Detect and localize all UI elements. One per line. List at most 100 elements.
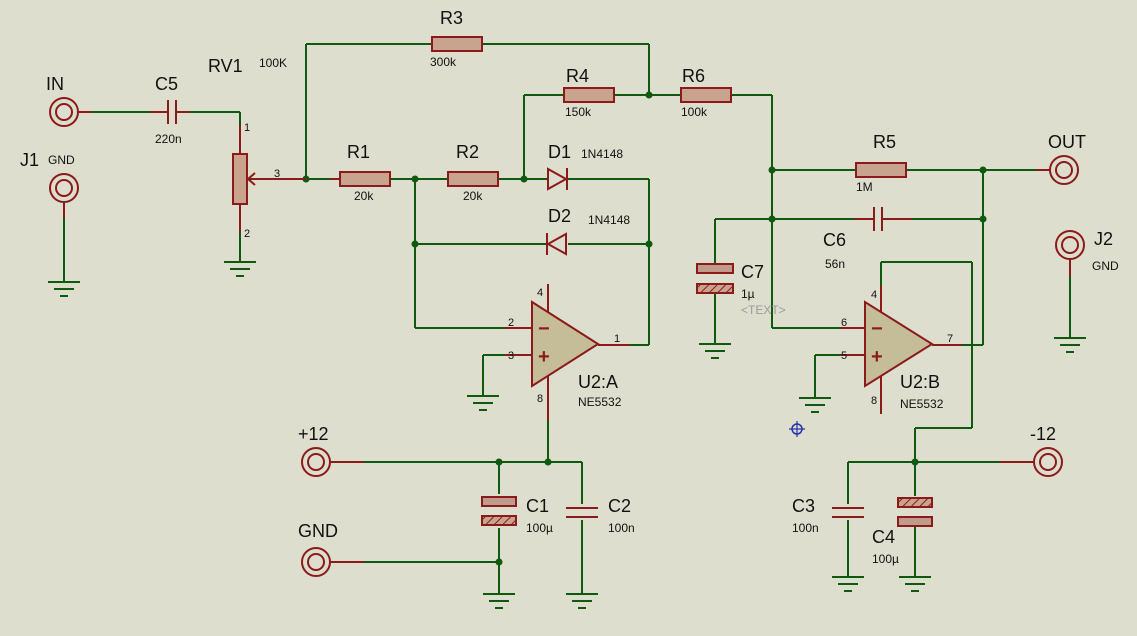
- terminal-out-label: OUT: [1048, 132, 1086, 152]
- resistor-r1[interactable]: R1 20k: [330, 142, 391, 203]
- opamp-u2a-pin-vplus: 4: [537, 287, 543, 299]
- ground-icon: [483, 593, 515, 609]
- diode-d1-value: 1N4148: [581, 147, 623, 161]
- ground-icon: [566, 593, 598, 609]
- diode-d1[interactable]: D1 1N4148: [547, 142, 623, 191]
- opamp-u2b-pin-vplus: 4: [871, 289, 877, 301]
- potentiometer-rv1-label: RV1: [208, 56, 243, 76]
- capacitor-c6[interactable]: C6 56n: [823, 207, 912, 271]
- capacitor-c3-value: 100n: [792, 521, 819, 535]
- terminal-pos12[interactable]: +12: [298, 424, 364, 477]
- capacitor-c5[interactable]: C5 220n: [150, 74, 190, 146]
- resistor-r6-value: 100k: [681, 105, 708, 119]
- capacitor-c5-value: 220n: [155, 132, 182, 146]
- terminal-j2-label: J2: [1094, 229, 1113, 249]
- terminal-j1-label: J1: [20, 150, 39, 170]
- terminal-in[interactable]: IN: [46, 74, 92, 127]
- resistor-r3[interactable]: R3 300k: [430, 8, 483, 69]
- capacitor-c1[interactable]: C1 100µ: [481, 496, 553, 535]
- svg-text:−: −: [871, 318, 883, 340]
- capacitor-c7-value: 1µ: [741, 287, 755, 301]
- opamp-u2a-pin-inv: 2: [508, 317, 514, 329]
- svg-text:−: −: [538, 318, 550, 340]
- ground-icon: [832, 576, 864, 592]
- capacitor-c4-label: C4: [872, 527, 895, 547]
- opamp-u2a[interactable]: − + 2 3 1 4 8 U2:A NE5532: [505, 284, 630, 420]
- opamp-u2b-pin-out: 7: [947, 333, 953, 345]
- diode-d1-label: D1: [548, 142, 571, 162]
- opamp-u2b-value: NE5532: [900, 397, 944, 411]
- opamp-u2b-label: U2:B: [900, 372, 940, 392]
- capacitor-c1-label: C1: [526, 496, 549, 516]
- ground-icon: [799, 397, 831, 413]
- capacitor-c6-label: C6: [823, 230, 846, 250]
- svg-text:+: +: [871, 346, 883, 368]
- opamp-u2b[interactable]: − + 6 5 7 4 8 U2:B NE5532: [840, 286, 962, 414]
- terminal-gnd-label: GND: [298, 521, 338, 541]
- resistor-r2[interactable]: R2 20k: [447, 142, 499, 203]
- resistor-r6[interactable]: R6 100k: [680, 66, 732, 119]
- opamp-u2b-pin-noninv: 5: [841, 350, 847, 362]
- diode-d2-label: D2: [548, 206, 571, 226]
- junctions: [302, 91, 987, 566]
- capacitor-c2-value: 100n: [608, 521, 635, 535]
- capacitor-c4[interactable]: C4 100µ: [872, 497, 933, 566]
- potentiometer-rv1-pin2: 2: [244, 228, 250, 240]
- terminal-out[interactable]: OUT: [1036, 132, 1086, 185]
- potentiometer-rv1-pin1: 1: [244, 122, 250, 134]
- resistor-r4[interactable]: R4 150k: [563, 66, 615, 119]
- diode-d2[interactable]: D2 1N4148: [545, 206, 630, 256]
- resistor-r5[interactable]: R5 1M: [855, 132, 907, 194]
- ground-icon: [1054, 337, 1086, 353]
- resistor-r1-value: 20k: [354, 189, 374, 203]
- resistor-r4-value: 150k: [565, 105, 592, 119]
- crosshair-icon: [789, 421, 805, 437]
- diode-d2-value: 1N4148: [588, 213, 630, 227]
- terminal-j1[interactable]: J1 GND: [20, 150, 79, 218]
- resistor-r3-value: 300k: [430, 55, 457, 69]
- terminal-pos12-label: +12: [298, 424, 329, 444]
- resistor-r2-value: 20k: [463, 189, 483, 203]
- capacitor-c7-placeholder-text: <TEXT>: [741, 303, 786, 317]
- terminal-gnd[interactable]: GND: [298, 521, 364, 577]
- ground-icon: [699, 343, 731, 359]
- terminal-in-label: IN: [46, 74, 64, 94]
- wires: [63, 43, 1071, 594]
- capacitor-c7[interactable]: C7 1µ <TEXT>: [696, 262, 786, 317]
- resistor-r1-label: R1: [347, 142, 370, 162]
- potentiometer-rv1-value: 100K: [259, 56, 287, 70]
- resistor-r5-label: R5: [873, 132, 896, 152]
- terminal-j2[interactable]: J2 GND: [1055, 229, 1119, 276]
- ground-icon: [224, 261, 256, 277]
- potentiometer-rv1[interactable]: RV1 100K 1 2 3: [208, 56, 306, 240]
- resistor-r5-value: 1M: [856, 180, 873, 194]
- svg-text:+: +: [538, 346, 550, 368]
- capacitor-c7-label: C7: [741, 262, 764, 282]
- resistor-r3-label: R3: [440, 8, 463, 28]
- resistor-r2-label: R2: [456, 142, 479, 162]
- capacitor-c2[interactable]: C2 100n: [566, 496, 635, 535]
- terminal-j1-gnd-label: GND: [48, 153, 75, 167]
- capacitor-c1-value: 100µ: [526, 521, 553, 535]
- capacitor-c4-value: 100µ: [872, 552, 899, 566]
- capacitor-c2-label: C2: [608, 496, 631, 516]
- terminal-neg12-label: -12: [1030, 424, 1056, 444]
- opamp-u2a-label: U2:A: [578, 372, 618, 392]
- opamp-u2a-pin-noninv: 3: [508, 350, 514, 362]
- terminal-j2-gnd-label: GND: [1092, 259, 1119, 273]
- opamp-u2a-pin-out: 1: [614, 333, 620, 345]
- capacitor-c6-value: 56n: [825, 257, 845, 271]
- capacitor-c3[interactable]: C3 100n: [792, 496, 864, 535]
- resistor-r4-label: R4: [566, 66, 589, 86]
- resistor-r6-label: R6: [682, 66, 705, 86]
- opamp-u2a-value: NE5532: [578, 395, 622, 409]
- opamp-u2a-pin-vminus: 8: [537, 393, 543, 405]
- ground-icon: [467, 395, 499, 411]
- opamp-u2b-pin-vminus: 8: [871, 395, 877, 407]
- capacitor-c3-label: C3: [792, 496, 815, 516]
- capacitor-c5-label: C5: [155, 74, 178, 94]
- ground-icon: [899, 576, 931, 592]
- terminal-neg12[interactable]: -12: [1000, 424, 1063, 477]
- potentiometer-rv1-pin3: 3: [274, 168, 280, 180]
